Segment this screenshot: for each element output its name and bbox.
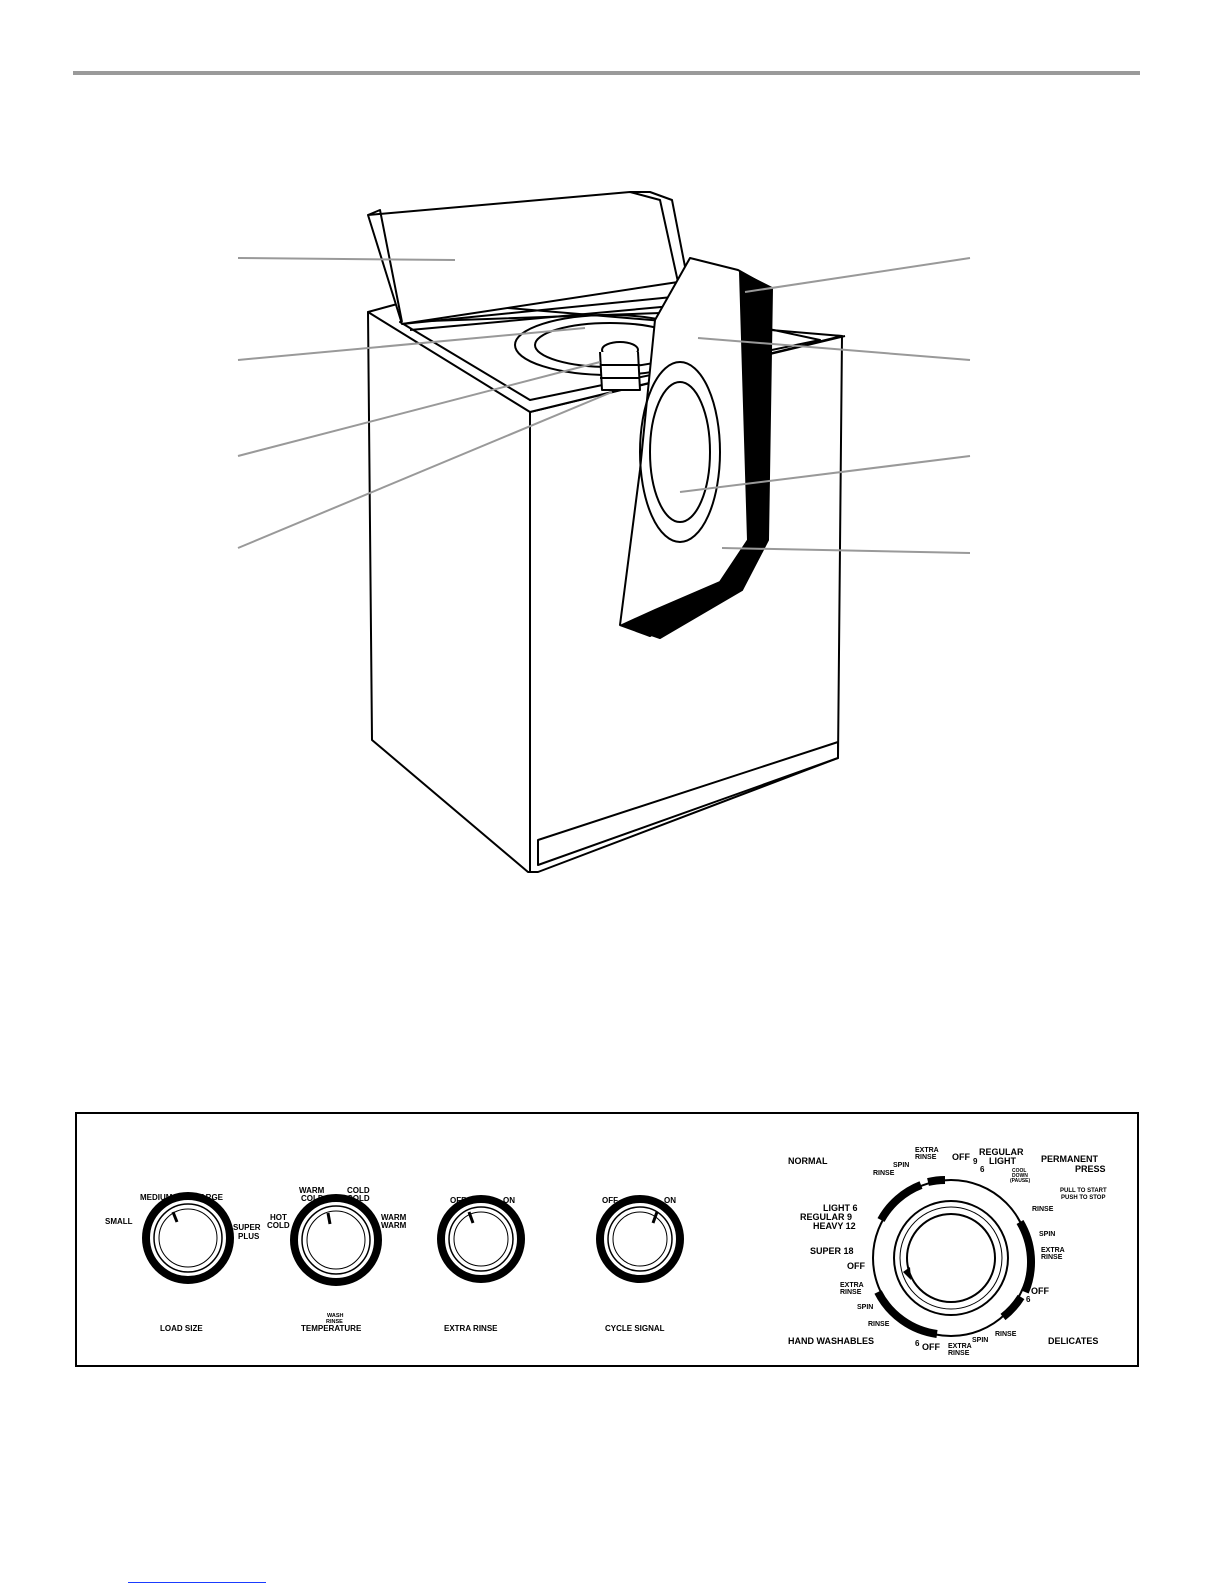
timer-hw-extra-rinse: RINSE [840, 1289, 862, 1296]
timer-hand-washables: HAND WASHABLES [788, 1336, 874, 1346]
temp-cold-1: COLD [267, 1221, 290, 1230]
timer-light: LIGHT [989, 1156, 1016, 1166]
timer-regular: REGULAR [979, 1147, 1024, 1157]
timer-regular-9: REGULAR 9 [800, 1212, 852, 1222]
washer-toe-kick [537, 741, 839, 866]
timer-del-extra-rinse: RINSE [948, 1350, 970, 1357]
timer-off-left: OFF [847, 1261, 865, 1271]
timer-pull-to-start: PULL TO START [1060, 1188, 1107, 1194]
timer-pp-rinse: RINSE [1032, 1206, 1054, 1213]
extra-rinse-off: OFF [450, 1196, 466, 1205]
control-panel: SMALL MEDIUM LARGE SUPER PLUS LOAD SIZE … [75, 1112, 1139, 1367]
timer-cool: COOL [1012, 1168, 1026, 1174]
temp-warm-b: WARM [381, 1213, 407, 1222]
timer-push-to-stop: PUSH TO STOP [1061, 1195, 1105, 1201]
temp-rinse: RINSE [326, 1319, 343, 1325]
timer-delicates: DELICATES [1048, 1336, 1098, 1346]
cycle-signal-knob[interactable] [596, 1195, 684, 1283]
timer-n-extra-rinse: RINSE [915, 1154, 937, 1161]
timer-pause: (PAUSE) [1010, 1178, 1031, 1184]
load-size-label: LOAD SIZE [160, 1324, 203, 1333]
callout-line-7 [679, 455, 971, 493]
timer-del-extra: EXTRA [948, 1343, 972, 1350]
timer-hw-6: 6 [915, 1339, 920, 1348]
temp-warm-a: WARM [299, 1186, 325, 1195]
timer-n-rinse: RINSE [873, 1170, 895, 1177]
timer-heavy-12: HEAVY 12 [813, 1221, 856, 1231]
load-size-large: LARGE [195, 1193, 224, 1202]
callout-line-6 [697, 337, 971, 361]
callout-line-8 [721, 547, 971, 554]
load-size-small: SMALL [105, 1217, 133, 1226]
timer-pp-extra: EXTRA [1041, 1247, 1065, 1254]
extra-rinse-on: ON [503, 1196, 515, 1205]
cycle-signal-label: CYCLE SIGNAL [605, 1324, 665, 1333]
timer-down: DOWN [1012, 1173, 1028, 1179]
timer-off-bottom: OFF [922, 1342, 940, 1352]
timer-del-6: 6 [1026, 1295, 1031, 1304]
timer-pp-extra-rinse: RINSE [1041, 1254, 1063, 1261]
callout-line-5 [744, 257, 971, 293]
cycle-signal-off: OFF [602, 1196, 618, 1205]
temp-wash: WASH [327, 1313, 344, 1319]
timer-normal: NORMAL [788, 1156, 828, 1166]
cycle-signal-on: ON [664, 1196, 676, 1205]
washer-illustration [237, 191, 971, 873]
timer-hw-spin: SPIN [857, 1304, 873, 1311]
timer-del-spin: SPIN [972, 1337, 988, 1344]
timer-permanent: PERMANENT [1041, 1154, 1099, 1164]
timer-pp-spin: SPIN [1039, 1231, 1055, 1238]
temp-cold-4: COLD [347, 1194, 370, 1203]
callout-line-3 [237, 361, 601, 457]
callout-line-4 [237, 391, 613, 549]
temp-cold-2: COLD [301, 1194, 324, 1203]
cycle-timer-dial[interactable] [872, 1176, 1035, 1338]
temp-cold-3: COLD [347, 1186, 370, 1195]
timer-n-extra: EXTRA [915, 1147, 939, 1154]
timer-super-18: SUPER 18 [810, 1246, 854, 1256]
temp-hot: HOT [270, 1213, 287, 1222]
callout-line-1 [237, 257, 456, 261]
top-rule [73, 71, 1140, 75]
extra-rinse-knob[interactable] [437, 1195, 525, 1283]
temperature-knob[interactable] [290, 1194, 382, 1286]
timer-off-top: OFF [952, 1152, 970, 1162]
timer-n-spin: SPIN [893, 1162, 909, 1169]
timer-num-9: 9 [973, 1157, 978, 1166]
timer-num-6: 6 [980, 1165, 985, 1174]
footer-link-underline [128, 1582, 266, 1583]
load-size-knob[interactable] [142, 1192, 234, 1284]
temp-warm-c: WARM [381, 1221, 407, 1230]
washer-console [367, 191, 679, 325]
temperature-label: TEMPERATURE [301, 1324, 362, 1333]
callout-line-2 [237, 327, 586, 361]
timer-hw-rinse: RINSE [868, 1321, 890, 1328]
timer-off-right: OFF [1031, 1286, 1049, 1296]
timer-hw-extra: EXTRA [840, 1282, 864, 1289]
load-size-super: SUPER [233, 1223, 261, 1232]
callout-lines [237, 257, 971, 554]
timer-light-6: LIGHT 6 [823, 1203, 858, 1213]
load-size-plus: PLUS [238, 1232, 260, 1241]
load-size-medium: MEDIUM [140, 1193, 173, 1202]
timer-del-rinse: RINSE [995, 1331, 1017, 1338]
timer-press: PRESS [1075, 1164, 1106, 1174]
extra-rinse-label: EXTRA RINSE [444, 1324, 498, 1333]
